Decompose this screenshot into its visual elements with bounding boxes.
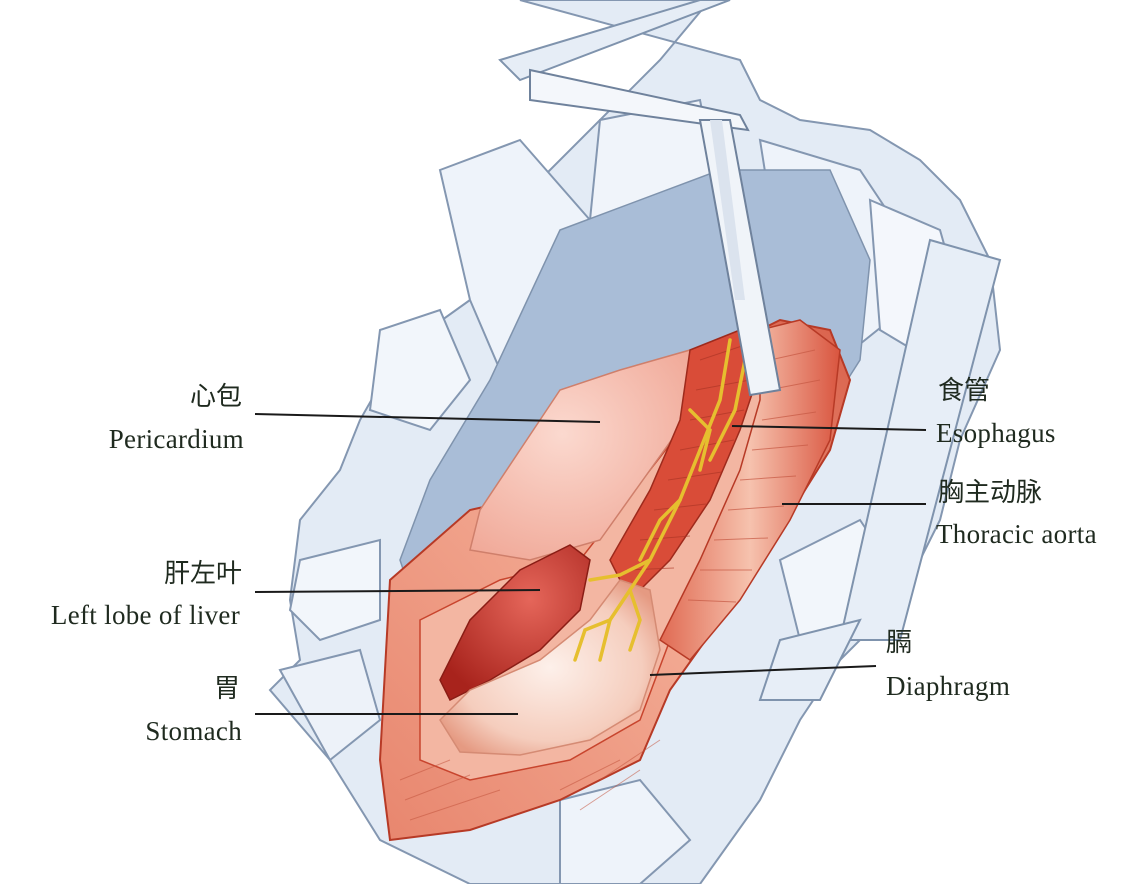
label-esophagus-cn: 食管 — [938, 376, 991, 406]
leader-line-pericardium — [254, 413, 601, 423]
label-pericardium-en: Pericardium — [108, 424, 244, 454]
tissue-folds — [399, 739, 661, 821]
label-thoracic-aorta-cn: 胸主动脉 — [938, 478, 1043, 508]
label-stomach-cn: 胃 — [213, 674, 240, 704]
leader-line-left-lobe-of-liver — [254, 589, 541, 593]
label-esophagus-en: Esophagus — [936, 418, 1056, 448]
label-left-lobe-of-liver-en: Left lobe of liver — [50, 600, 240, 630]
vagus-nerve — [573, 338, 747, 662]
leader-line-esophagus — [731, 425, 927, 431]
leader-lines — [254, 413, 927, 715]
leader-line-diaphragm — [649, 665, 877, 676]
label-diaphragm-cn: 膈 — [886, 628, 913, 658]
label-thoracic-aorta-en: Thoracic aorta — [936, 519, 1097, 549]
label-diaphragm-en: Diaphragm — [886, 671, 1011, 701]
label-stomach-en: Stomach — [145, 716, 242, 746]
label-pericardium-cn: 心包 — [189, 382, 242, 412]
label-left-lobe-of-liver-cn: 肝左叶 — [163, 559, 242, 589]
forceps — [529, 68, 782, 397]
aorta-striations — [687, 349, 821, 603]
thoracic-aorta — [659, 319, 841, 661]
retractor — [498, 0, 1002, 701]
